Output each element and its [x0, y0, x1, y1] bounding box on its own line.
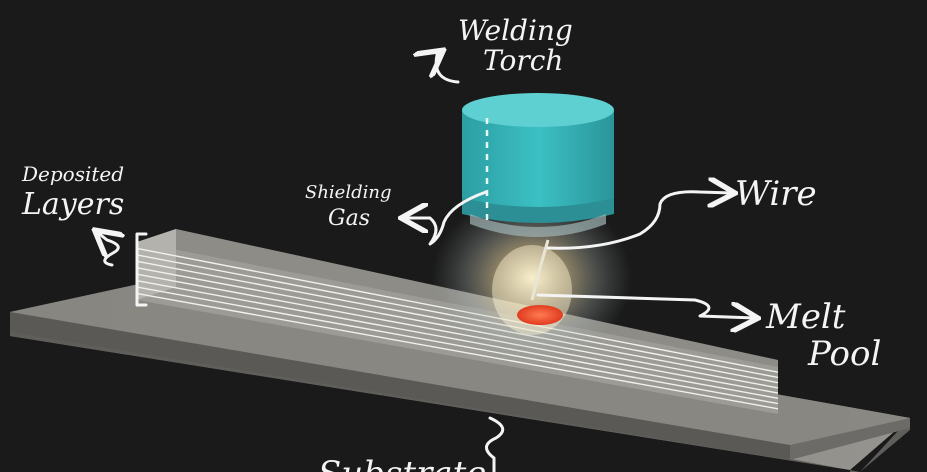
wire — [530, 239, 550, 301]
layer-line — [136, 286, 779, 405]
layer-line — [136, 279, 779, 400]
label-torch: Torch — [483, 44, 563, 77]
gas-plume — [432, 193, 632, 363]
label-wire: Wire — [735, 174, 817, 214]
torch-arrow-icon — [436, 52, 460, 84]
label-melt: Melt — [765, 297, 846, 337]
melt-pool — [517, 305, 563, 325]
label-gas: Gas — [328, 206, 370, 231]
label-pool: Pool — [807, 334, 881, 374]
layer-line — [136, 292, 779, 410]
label-layers: Layers — [21, 187, 124, 222]
welding-torch — [462, 93, 614, 237]
annotations — [97, 52, 755, 472]
layers-brace-icon — [135, 232, 148, 307]
gas-arrow-icon — [404, 190, 488, 246]
label-shielding: Shielding — [305, 182, 391, 203]
melt-pool-arrow-icon — [536, 293, 755, 318]
layers-arrow-icon — [97, 232, 118, 267]
label-welding: Welding — [458, 14, 573, 47]
substrate-arrow-icon — [485, 416, 505, 472]
label-substrate: Substrate — [318, 454, 486, 472]
label-deposited: Deposited — [21, 162, 124, 186]
wire-arrow-icon — [546, 192, 732, 250]
substrate-plate — [10, 282, 910, 472]
